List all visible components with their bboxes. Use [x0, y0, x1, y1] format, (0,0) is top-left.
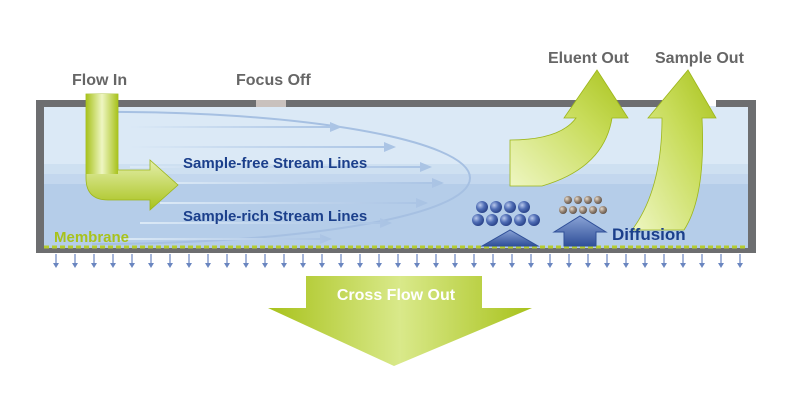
diffusion-up-arrow-icon — [480, 229, 540, 247]
down-arrow-icon — [167, 254, 173, 268]
brown-particle — [579, 206, 587, 214]
channel-walls — [36, 100, 756, 253]
diffusion-label: Diffusion — [612, 225, 686, 244]
focus-port — [256, 100, 286, 107]
blue-particle — [476, 201, 488, 213]
brown-particle — [569, 206, 577, 214]
left-wall — [36, 100, 44, 252]
brown-particle — [594, 196, 602, 204]
top-wall-3 — [286, 100, 576, 107]
blue-particle — [490, 201, 502, 213]
down-arrow-icon — [243, 254, 249, 268]
bottom-wall — [36, 248, 756, 253]
down-arrow-icon — [433, 254, 439, 268]
cross-flow-out-arrow-icon — [268, 276, 532, 366]
stream-line-arrow — [140, 218, 392, 228]
blue-particle-cluster — [472, 201, 540, 226]
flow-in-arrow-icon — [85, 93, 179, 211]
sample-rich-stream-lines-label: Sample-rich Stream Lines — [183, 208, 367, 225]
down-arrow-icon — [737, 254, 743, 268]
blue-particle — [514, 214, 526, 226]
down-arrow-icon — [281, 254, 287, 268]
eluent-out-arrow-icon — [509, 69, 629, 187]
blue-particle — [486, 214, 498, 226]
sample-free-stream-lines-label: Sample-free Stream Lines — [183, 155, 367, 172]
down-arrow-icon — [338, 254, 344, 268]
down-arrow-icon — [623, 254, 629, 268]
flow-profile-curve — [91, 110, 472, 245]
down-arrow-icon — [110, 254, 116, 268]
down-arrow-icon — [186, 254, 192, 268]
blue-particle — [500, 214, 512, 226]
down-arrow-icon — [528, 254, 534, 268]
down-arrow-icon — [224, 254, 230, 268]
down-arrow-icon — [604, 254, 610, 268]
down-arrow-icon — [471, 254, 477, 268]
channel-upper-region — [44, 106, 748, 174]
down-arrow-icon — [452, 254, 458, 268]
membrane-label: Membrane — [54, 229, 129, 246]
down-arrow-icon — [585, 254, 591, 268]
down-arrow-icon — [395, 254, 401, 268]
down-arrow-icon — [376, 254, 382, 268]
down-arrow-icon — [509, 254, 515, 268]
stream-lines — [120, 122, 444, 244]
brown-particle — [564, 196, 572, 204]
stream-line-arrow — [130, 122, 342, 132]
blue-particle — [518, 201, 530, 213]
stream-line-arrow — [160, 198, 428, 208]
down-arrow-icon — [91, 254, 97, 268]
down-arrow-icon — [129, 254, 135, 268]
brown-particle — [589, 206, 597, 214]
eluent-out-label: Eluent Out — [548, 50, 630, 67]
down-arrow-icon — [547, 254, 553, 268]
top-wall-1 — [36, 100, 90, 107]
sample-out-arrow-icon — [631, 69, 717, 231]
stream-line-arrow — [130, 162, 432, 172]
down-arrow-icon — [490, 254, 496, 268]
down-arrow-icon — [72, 254, 78, 268]
brown-particle — [559, 206, 567, 214]
top-wall-2 — [114, 100, 256, 107]
cross-flow-down-arrows — [53, 254, 743, 268]
stream-line-arrow — [130, 142, 396, 152]
down-arrow-icon — [205, 254, 211, 268]
down-arrow-icon — [148, 254, 154, 268]
brown-particle — [584, 196, 592, 204]
down-arrow-icon — [718, 254, 724, 268]
down-arrow-icon — [699, 254, 705, 268]
brown-particle — [599, 206, 607, 214]
down-arrow-icon — [300, 254, 306, 268]
down-arrow-icon — [680, 254, 686, 268]
cross-flow-out-label: Cross Flow Out — [337, 287, 456, 304]
down-arrow-icon — [319, 254, 325, 268]
brown-particle — [574, 196, 582, 204]
down-arrow-icon — [642, 254, 648, 268]
blue-particle — [528, 214, 540, 226]
top-wall-5 — [716, 100, 756, 107]
flow-in-label: Flow In — [72, 72, 127, 89]
down-arrow-icon — [357, 254, 363, 268]
sample-out-label: Sample Out — [655, 50, 745, 67]
focus-off-label: Focus Off — [236, 72, 311, 89]
down-arrow-icon — [53, 254, 59, 268]
stream-line-arrow — [160, 178, 444, 188]
down-arrow-icon — [661, 254, 667, 268]
blue-particle — [504, 201, 516, 213]
right-wall — [748, 100, 756, 252]
diffusion-up-arrow-icon — [552, 215, 608, 247]
brown-particle-cluster — [559, 196, 607, 214]
blue-particle — [472, 214, 484, 226]
stream-line-arrow — [120, 234, 332, 244]
down-arrow-icon — [262, 254, 268, 268]
down-arrow-icon — [414, 254, 420, 268]
down-arrow-icon — [566, 254, 572, 268]
top-wall-4 — [615, 100, 662, 107]
